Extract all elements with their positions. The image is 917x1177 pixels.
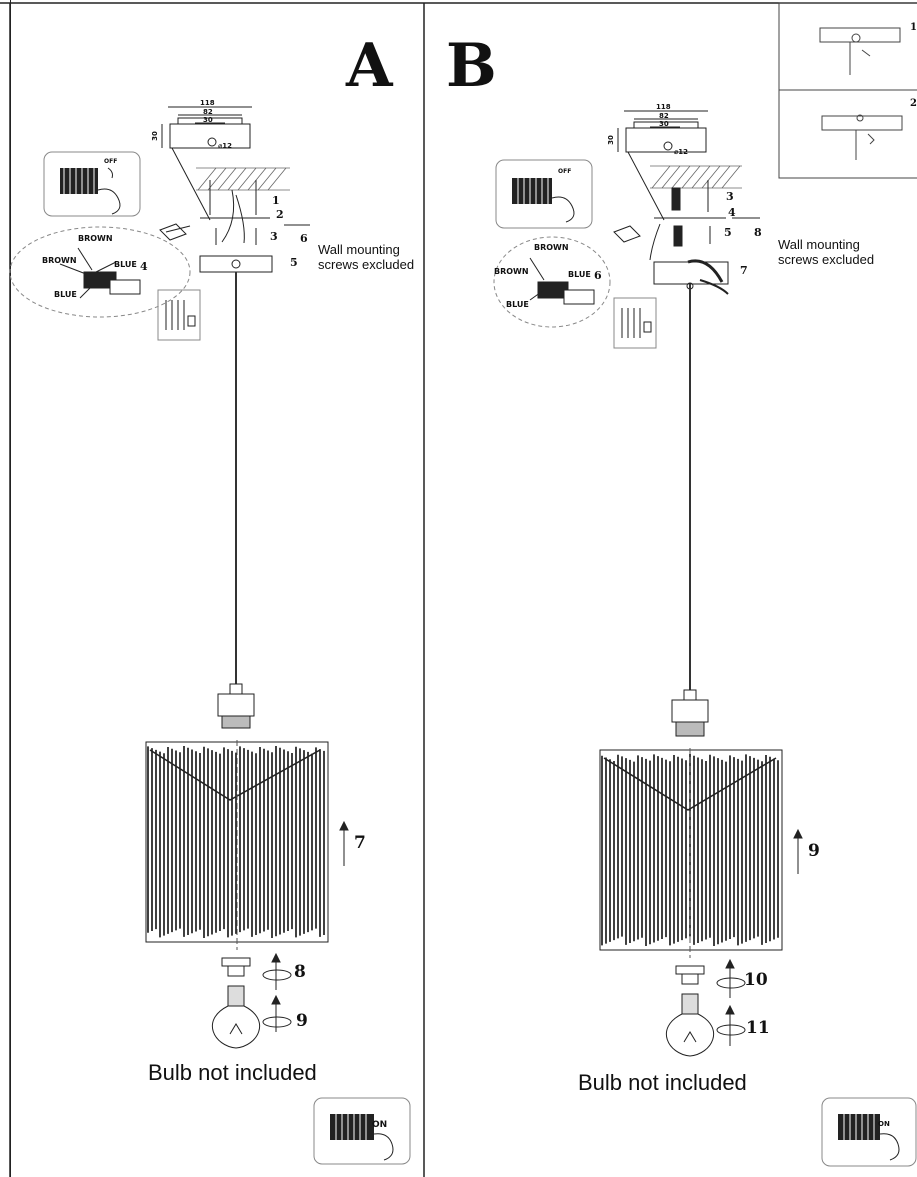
switch-off-label-a: OFF xyxy=(104,158,118,165)
light-bulb-b xyxy=(665,993,715,1057)
step-9-a: 9 xyxy=(296,1011,308,1031)
wiring-detail-outline-a xyxy=(9,226,191,318)
step-3-b: 3 xyxy=(726,190,734,203)
light-bulb-a xyxy=(211,985,261,1049)
wiring-detail-b xyxy=(529,257,595,305)
direction-arrows-b xyxy=(716,828,803,1046)
panel-letter-b: B xyxy=(446,31,497,101)
inset-step-1-b: 1 xyxy=(910,22,917,33)
socket-ring-a xyxy=(221,957,251,977)
wire-blue-bottom-b: BLUE xyxy=(506,300,529,309)
dim-height-a: 30 xyxy=(150,131,159,141)
switch-off-label-b: OFF xyxy=(558,168,572,175)
inset-step-2-b: 2 xyxy=(910,98,917,109)
step-11-b: 11 xyxy=(746,1018,770,1038)
rattan-shade-a xyxy=(145,740,329,950)
wire-brown-left-a: BROWN xyxy=(42,256,77,265)
step-4-a: 4 xyxy=(140,260,148,273)
switch-on-illustration-b xyxy=(821,1097,917,1167)
panel-letter-a: A xyxy=(346,31,393,101)
step-6-a: 6 xyxy=(300,232,308,245)
wire-blue-right-b: BLUE xyxy=(568,270,591,279)
step-1-a: 1 xyxy=(272,194,280,207)
step-8-b: 8 xyxy=(754,226,762,239)
dim-mid-a: 82 xyxy=(203,108,213,116)
dim-inner-a: 30 xyxy=(203,116,213,124)
hardware-pack-b xyxy=(613,297,657,349)
switch-on-illustration-a xyxy=(313,1097,411,1165)
dim-hole-b: ⌀12 xyxy=(674,148,688,156)
dim-mid-b: 82 xyxy=(659,112,669,120)
step-7-a: 7 xyxy=(354,833,366,853)
step-3-a: 3 xyxy=(270,230,278,243)
bulb-note-b: Bulb not included xyxy=(578,1070,747,1095)
step-4-b: 4 xyxy=(728,206,736,219)
wiring-detail-a xyxy=(59,247,141,299)
step-5-b: 5 xyxy=(724,226,732,239)
dim-hole-a: ⌀12 xyxy=(218,142,232,150)
socket-ring-b xyxy=(675,965,705,985)
wire-blue-right-a: BLUE xyxy=(114,260,137,269)
lamp-holder-a xyxy=(217,683,255,729)
mount-note-line2-b: screws excluded xyxy=(778,252,875,267)
rattan-shade-b xyxy=(599,748,783,958)
step-8-a: 8 xyxy=(294,962,306,982)
switch-off-illustration-a xyxy=(43,151,141,217)
mount-note-line2-a: screws excluded xyxy=(318,257,415,272)
lamp-holder-b xyxy=(671,689,709,737)
wire-brown-top-b: BROWN xyxy=(534,243,569,252)
hardware-pack-a xyxy=(157,289,201,341)
step-9-b: 9 xyxy=(808,841,820,861)
mount-note-line1-b: Wall mounting xyxy=(778,237,860,252)
wire-brown-top-a: BROWN xyxy=(78,234,113,243)
wire-brown-left-b: BROWN xyxy=(494,267,529,276)
direction-arrows-a xyxy=(262,820,349,1032)
dim-width-a: 118 xyxy=(200,99,215,107)
step-7-b: 7 xyxy=(740,264,748,277)
dim-inner-b: 30 xyxy=(659,120,669,128)
canopy-dimension-drawing-b xyxy=(617,110,708,221)
canopy-dimension-drawing-a xyxy=(161,106,252,221)
mount-note-line1-a: Wall mounting xyxy=(318,242,400,257)
step-5-a: 5 xyxy=(290,256,298,269)
switch-off-illustration-b xyxy=(495,159,593,229)
switch-on-label-b: ON xyxy=(878,1120,890,1128)
dim-width-b: 118 xyxy=(656,103,671,111)
switch-on-label-a: ON xyxy=(372,1120,388,1130)
dim-height-b: 30 xyxy=(606,135,615,145)
wiring-detail-outline-b xyxy=(493,236,611,328)
ceiling-hatch-b xyxy=(650,165,742,189)
ceiling-hatch-a xyxy=(196,167,290,191)
inset-steps-b xyxy=(778,2,917,179)
step-10-b: 10 xyxy=(744,970,768,990)
mounting-hardware-a xyxy=(159,180,310,273)
step-6-b: 6 xyxy=(594,269,602,282)
wire-blue-bottom-a: BLUE xyxy=(54,290,77,299)
step-2-a: 2 xyxy=(276,208,284,221)
bulb-note-a: Bulb not included xyxy=(148,1060,317,1085)
mounting-hardware-b xyxy=(613,180,760,295)
